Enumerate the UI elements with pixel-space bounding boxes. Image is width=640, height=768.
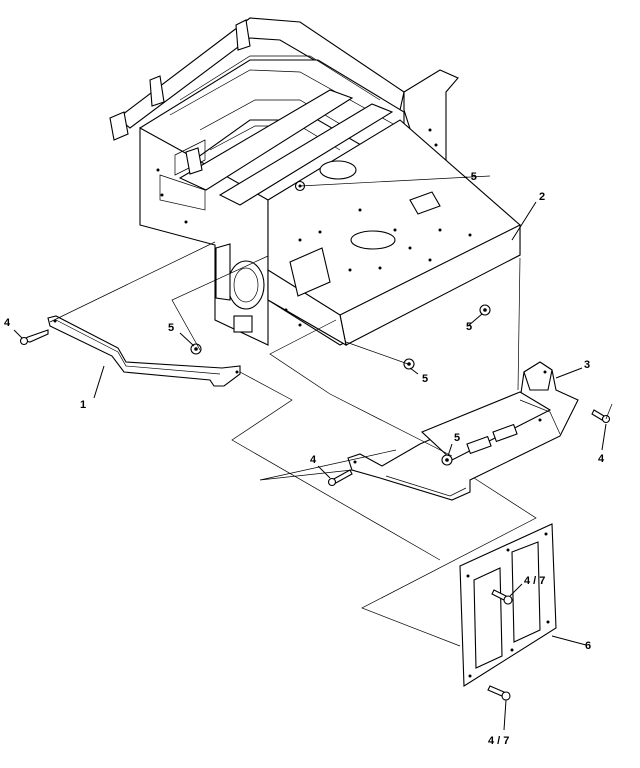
callout-4-left: 4 [4,317,11,329]
bolt-4-7-lower [487,685,511,701]
bolt-4-middle [327,469,353,487]
callout-4-right: 4 [598,453,605,465]
callout-5-under-deck: 5 [422,373,428,385]
part-3-bracket [347,361,579,501]
callout-5-deck-right: 5 [466,321,472,333]
nut-5-under-deck [403,358,415,370]
assembly-lines [49,175,613,647]
callout-5-top: - 5 [464,171,477,183]
callout-6: 6 [585,640,591,652]
frame-holes [156,128,472,327]
callout-3: 3 [584,359,590,371]
callout-5-part1: 5 [168,322,174,334]
callout-4-7-upper: 4 / 7 [524,575,545,587]
leader-lines [13,201,607,731]
callout-5-part3: 5 [454,432,460,444]
callout-4-7-lower: 4 / 7 [488,735,509,747]
part-1-bracket [47,315,241,387]
callout-4-middle: 4 [310,454,317,466]
main-frame [109,17,521,347]
bolt-4-left [19,329,49,346]
nut-5-part1 [190,343,202,355]
bolt-4-7-upper [491,589,513,605]
callout-labels: 1 2 3 4 4 4 - 5 5 5 5 5 6 4 / 7 4 / 7 [4,171,605,747]
callout-2: 2 [539,191,545,203]
callout-1: 1 [80,399,86,411]
nut-5-part3 [441,454,453,466]
part-6-plate [459,523,557,687]
nut-5-deck-right [479,304,491,316]
